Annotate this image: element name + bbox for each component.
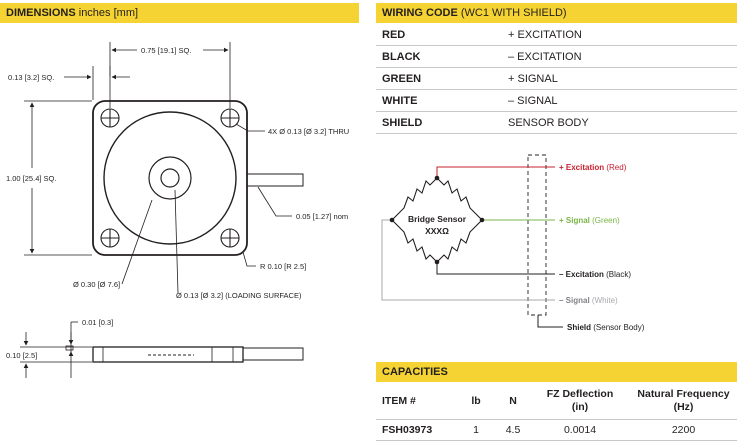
exc-neg-text: – Excitation (559, 270, 604, 279)
wiring-diagram: Bridge Sensor XXXΩ + Excitation (Red) + … (381, 154, 645, 332)
shield-label: Shield (Sensor Body) (567, 323, 645, 332)
wiring-row: SHIELD SENSOR BODY (376, 111, 737, 134)
col-fz-deflection: FZ Deflection (in) (530, 383, 630, 420)
fz-line1: FZ Deflection (546, 388, 614, 400)
dim-height-label: 1.00 [25.4] SQ. (6, 174, 56, 183)
exc-pos-text: + Excitation (559, 163, 604, 172)
shield-wire (537, 315, 563, 328)
black-wire (436, 262, 555, 275)
natural-frequency: 2200 (630, 419, 737, 441)
item-number: FSH03973 (376, 419, 456, 441)
capacities-table: ITEM # lb N FZ Deflection (in) Natural F… (376, 383, 737, 441)
wire-color: WHITE (376, 89, 502, 112)
wiring-subtitle: (WC1 WITH SHIELD) (460, 7, 567, 19)
wiring-row: WHITE – SIGNAL (376, 89, 737, 112)
side-view-drawing (20, 321, 304, 378)
dimensions-units: inches [mm] (78, 7, 139, 19)
shield-box (527, 154, 547, 316)
freq-line2: (Hz) (673, 401, 694, 413)
dim-width-label: 0.75 [19.1] SQ. (141, 46, 191, 55)
capacities-header: CAPACITIES (376, 362, 737, 382)
outer-disk (103, 111, 237, 245)
dim-holes-label: 4X Ø 0.13 [Ø 3.2] THRU (268, 127, 349, 136)
wire-color: SHIELD (376, 111, 502, 134)
cable-shape (242, 173, 304, 187)
sig-neg-label: – Signal (White) (559, 296, 618, 305)
shield-desc: (Sensor Body) (593, 323, 644, 332)
mounting-holes (100, 108, 240, 248)
wiring-row: BLACK – EXCITATION (376, 45, 737, 68)
sig-pos-color: (Green) (592, 216, 620, 225)
dim-radius-label: R 0.10 [R 2.5] (260, 262, 306, 271)
freq-line1: Natural Frequency (637, 388, 730, 400)
capacities-header-row: ITEM # lb N FZ Deflection (in) Natural F… (376, 383, 737, 420)
exc-neg-color: (Black) (606, 270, 631, 279)
sig-neg-text: – Signal (559, 296, 590, 305)
wire-function: – SIGNAL (502, 89, 737, 112)
col-lb: lb (456, 383, 496, 420)
wiring-title: WIRING CODE (382, 7, 458, 19)
wiring-table: RED + EXCITATION BLACK – EXCITATION GREE… (376, 24, 737, 134)
white-wire (381, 219, 555, 301)
wire-function: SENSOR BODY (502, 111, 737, 134)
exc-neg-label: – Excitation (Black) (559, 270, 631, 279)
dim-corner-label: 0.13 [3.2] SQ. (8, 73, 54, 82)
wiring-row: RED + EXCITATION (376, 24, 737, 46)
col-n: N (496, 383, 530, 420)
wiring-row: GREEN + SIGNAL (376, 67, 737, 90)
loading-surface (160, 168, 180, 188)
wire-color: BLACK (376, 45, 502, 68)
dim-cable-label: 0.05 [1.27] nom (296, 212, 348, 221)
wiring-header: WIRING CODE (WC1 WITH SHIELD) (376, 3, 737, 23)
dim-load-dia-label: Ø 0.13 [Ø 3.2] (LOADING SURFACE) (176, 291, 302, 300)
button-outer (148, 156, 192, 200)
sig-neg-color: (White) (592, 296, 618, 305)
capacities-title: CAPACITIES (382, 366, 448, 378)
sig-pos-text: + Signal (559, 216, 590, 225)
dimensions-title: DIMENSIONS (6, 7, 76, 19)
top-view-drawing (24, 42, 304, 294)
capacity-n: 4.5 (496, 419, 530, 441)
fz-line2: (in) (571, 401, 589, 413)
sig-pos-label: + Signal (Green) (559, 216, 620, 225)
exc-pos-color: (Red) (606, 163, 626, 172)
bridge-value: XXXΩ (425, 226, 449, 236)
wire-color: GREEN (376, 67, 502, 90)
col-natural-frequency: Natural Frequency (Hz) (630, 383, 737, 420)
capacity-lb: 1 (456, 419, 496, 441)
bridge-label: Bridge Sensor (408, 214, 467, 224)
shield-text: Shield (567, 323, 591, 332)
side-cable (242, 347, 304, 361)
col-item: ITEM # (376, 383, 456, 420)
dim-outer-dia-label: Ø 0.30 [Ø 7.6] (73, 280, 120, 289)
table-row: FSH03973 1 4.5 0.0014 2200 (376, 419, 737, 441)
red-wire (436, 166, 555, 178)
dimensions-header: DIMENSIONS inches [mm] (0, 3, 359, 23)
wire-function: + EXCITATION (502, 24, 737, 46)
wire-function: – EXCITATION (502, 45, 737, 68)
wire-function: + SIGNAL (502, 67, 737, 90)
sensor-body (92, 100, 248, 256)
bridge-sensor (391, 177, 483, 263)
exc-pos-label: + Excitation (Red) (559, 163, 627, 172)
fz-deflection: 0.0014 (530, 419, 630, 441)
wire-color: RED (376, 24, 502, 46)
dim-thickness-label: 0.10 [2.5] (6, 351, 37, 360)
dim-protrusion-label: 0.01 [0.3] (82, 318, 113, 327)
